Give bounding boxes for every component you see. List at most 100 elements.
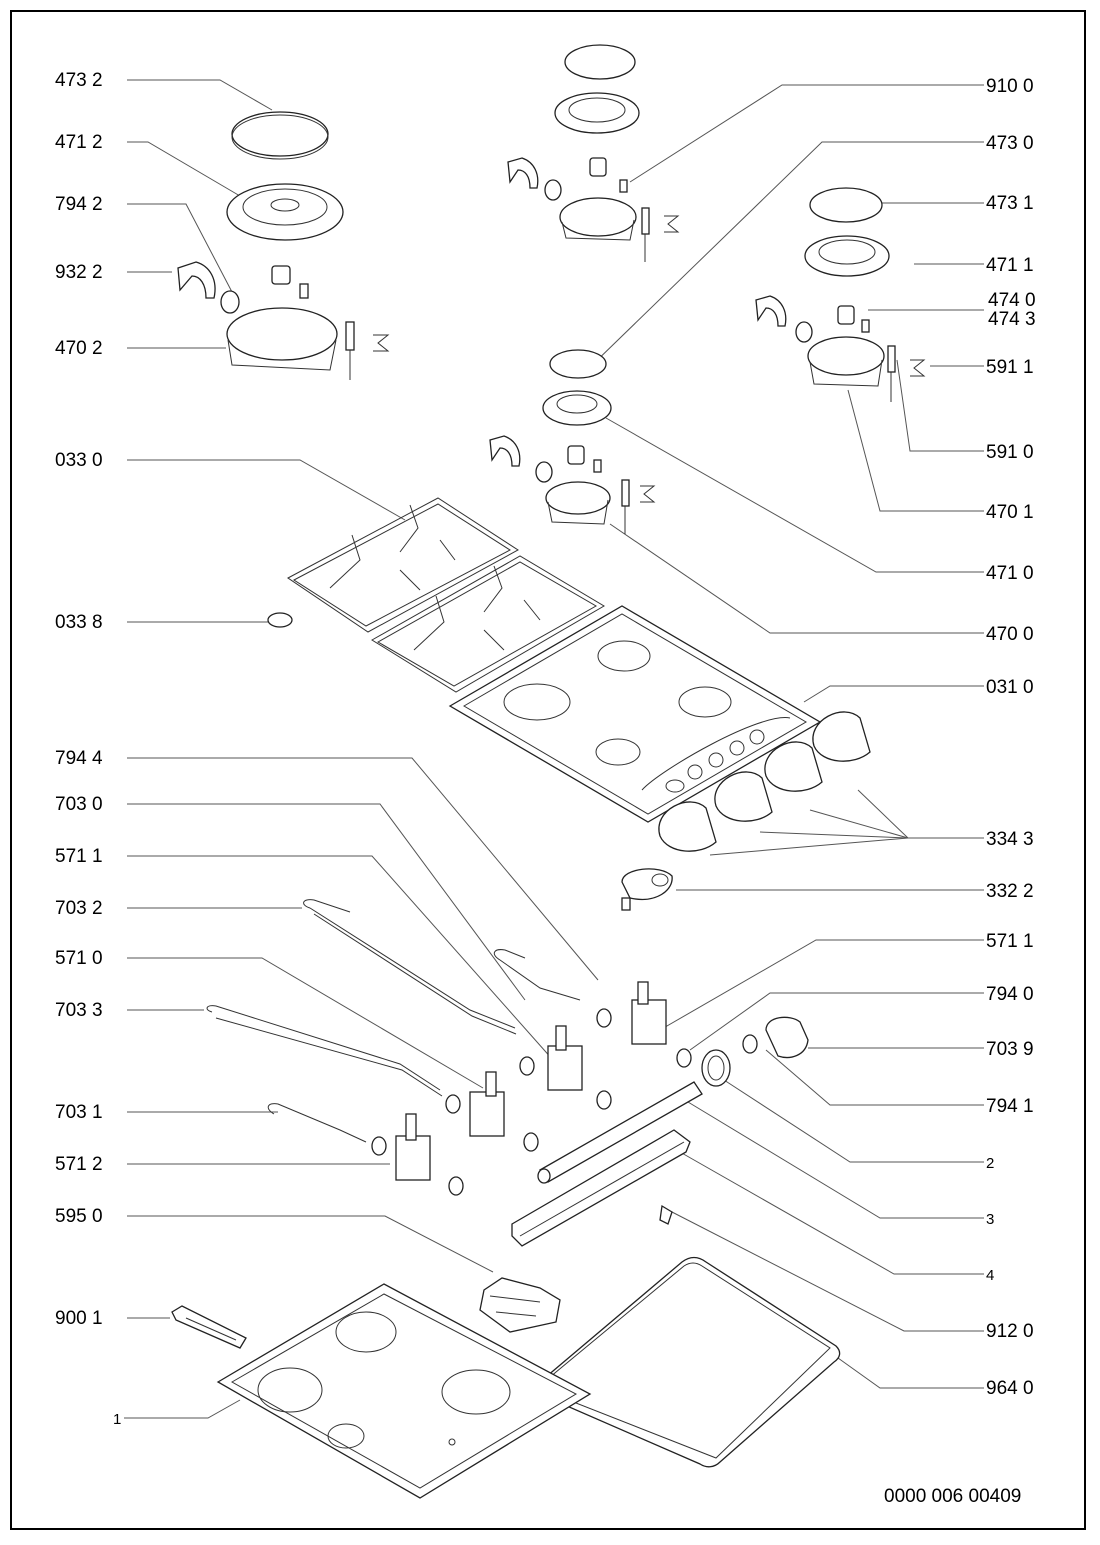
screw-474-3 — [861, 319, 870, 333]
burner-assembly-rear-left — [177, 111, 390, 380]
drawing-number: 0000 006 00409 — [884, 1486, 1022, 1507]
seal-ring-794-1 — [742, 1034, 758, 1054]
gas-pipe-703-2 — [303, 899, 516, 1029]
label-474-0: 474 0 — [988, 290, 1036, 311]
thermocouple — [345, 321, 355, 351]
label-3: 3 — [986, 1211, 994, 1228]
burner-hole — [597, 640, 651, 672]
elbow-connector-703-9 — [765, 1016, 809, 1059]
label-334-3: 334 3 — [986, 829, 1034, 850]
label-571-2: 571 2 — [55, 1154, 103, 1175]
label-794-0: 794 0 — [986, 984, 1034, 1005]
label-571-1: 571 1 — [55, 846, 103, 867]
left-labels: 473 2 471 2 794 2 932 2 470 2 033 0 033 … — [55, 70, 121, 1428]
gas-pipe-703-1 — [267, 1103, 367, 1143]
burner-mount — [335, 1311, 397, 1353]
burner-cap-473-0 — [549, 349, 607, 379]
label-473-2: 473 2 — [55, 70, 103, 91]
label-033-0: 033 0 — [55, 450, 103, 471]
hob-seal-964-0 — [537, 1256, 841, 1468]
label-473-0: 473 0 — [986, 133, 1034, 154]
label-471-1: 471 1 — [986, 255, 1034, 276]
ignition-button-332-2 — [621, 868, 673, 911]
clip-900-1 — [171, 1305, 247, 1349]
gas-pipe-703-3 — [206, 1005, 441, 1091]
burner-crown — [554, 92, 640, 134]
injector-474-0 — [837, 305, 855, 325]
burner-base-470-0 — [545, 481, 611, 515]
control-knob — [658, 801, 717, 852]
burner-crown-471-1 — [804, 235, 890, 277]
pan-supports-033-0 — [287, 497, 605, 693]
seal-ring-794-4 — [596, 1008, 612, 1028]
label-900-1: 900 1 — [55, 1308, 103, 1329]
right-leader-lines — [584, 84, 984, 1389]
label-964-0: 964 0 — [986, 1378, 1034, 1399]
label-703-9: 703 9 — [986, 1039, 1034, 1060]
label-794-1: 794 1 — [986, 1096, 1034, 1117]
pan-support-left — [287, 497, 519, 633]
right-labels: 910 0 473 0 473 1 471 1 474 0 474 3 591 … — [986, 76, 1036, 1399]
nut-2 — [701, 1049, 731, 1087]
label-595-0: 595 0 — [55, 1206, 103, 1227]
clip — [507, 157, 539, 189]
label-703-2: 703 2 — [55, 898, 103, 919]
clamp-591-1 — [910, 359, 926, 377]
burner-mount — [257, 1367, 323, 1413]
clip-932-2 — [177, 261, 216, 299]
clip — [755, 295, 787, 327]
label-794-4: 794 4 — [55, 748, 103, 769]
burner-crown-471-0 — [542, 390, 612, 426]
gas-tap-571-0 — [445, 1071, 539, 1152]
gas-tap-571-1 — [596, 981, 692, 1068]
screw — [299, 283, 309, 299]
screw-912-0 — [659, 1204, 673, 1225]
seal-ring-794-0 — [676, 1048, 692, 1068]
label-470-0: 470 0 — [986, 624, 1034, 645]
burner-cap-473-2 — [231, 111, 329, 157]
clamp-icon — [640, 485, 656, 503]
burner-hole — [503, 683, 571, 721]
gas-pipes — [206, 899, 581, 1143]
injector-nozzle — [271, 265, 291, 285]
seal-ring — [544, 179, 562, 201]
burner-mount — [441, 1369, 511, 1415]
label-470-2: 470 2 — [55, 338, 103, 359]
diagram-frame — [10, 10, 1086, 1530]
seal-ring — [795, 321, 813, 343]
label-591-1: 591 1 — [986, 357, 1034, 378]
clip — [489, 435, 521, 467]
seal-ring-794-2 — [220, 290, 240, 314]
control-knobs-334-3 — [658, 711, 871, 852]
label-591-0: 591 0 — [986, 442, 1034, 463]
label-470-1: 470 1 — [986, 502, 1034, 523]
label-4: 4 — [986, 1267, 994, 1284]
label-703-1: 703 1 — [55, 1102, 103, 1123]
label-332-2: 332 2 — [986, 881, 1034, 902]
control-knob — [812, 711, 871, 762]
label-033-8: 033 8 — [55, 612, 103, 633]
base-tray-1 — [216, 1283, 592, 1499]
burner-hole — [595, 738, 641, 766]
ignition-bar-4 — [511, 1129, 691, 1247]
label-031-0: 031 0 — [986, 677, 1034, 698]
seal-ring — [535, 461, 553, 483]
burner-mount — [327, 1423, 365, 1449]
label-932-2: 932 2 — [55, 262, 103, 283]
manifold-assembly — [511, 1016, 809, 1247]
control-knob — [764, 741, 823, 792]
gas-taps — [371, 981, 692, 1196]
rubber-foot-033-8 — [267, 612, 293, 628]
clamp-icon — [373, 334, 390, 352]
left-leader-lines — [124, 79, 599, 1419]
pan-support-right — [371, 555, 605, 693]
label-471-0: 471 0 — [986, 563, 1034, 584]
label-473-1: 473 1 — [986, 193, 1034, 214]
gas-tap-571-1-b — [519, 1025, 612, 1110]
gas-pipe-703-0 — [493, 949, 581, 1001]
label-571-1-right: 571 1 — [986, 931, 1034, 952]
burner-cap — [564, 44, 636, 80]
label-571-0: 571 0 — [55, 948, 103, 969]
label-910-0: 910 0 — [986, 76, 1034, 97]
